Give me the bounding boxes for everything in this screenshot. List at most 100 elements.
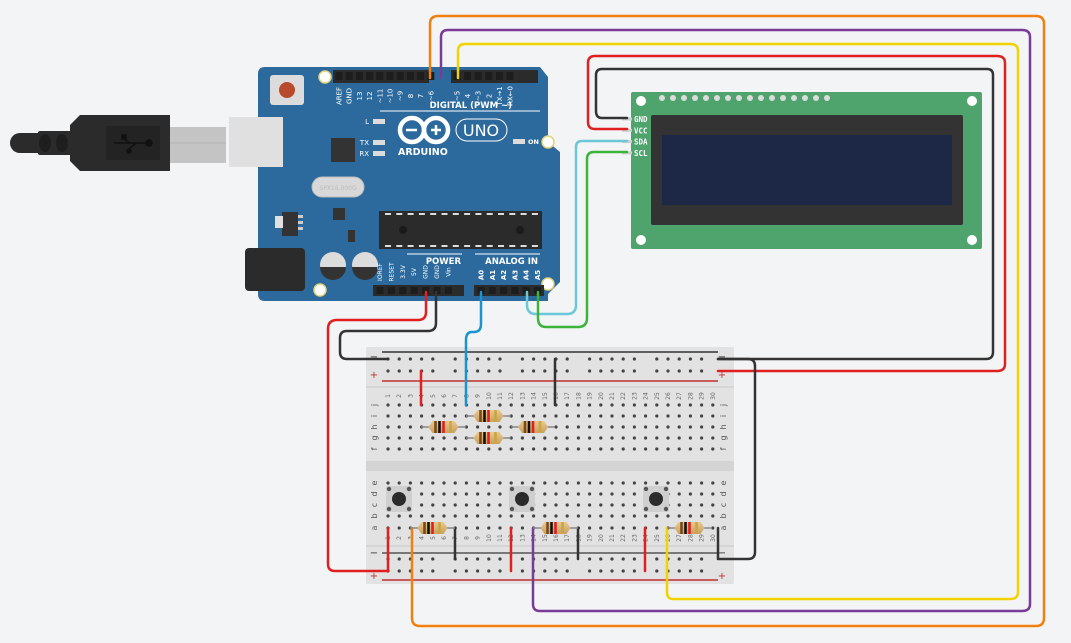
breadboard-hole[interactable] xyxy=(397,425,401,429)
breadboard-hole[interactable] xyxy=(621,447,625,451)
rail-hole[interactable] xyxy=(610,369,614,373)
resistor[interactable] xyxy=(667,522,712,534)
breadboard-hole[interactable] xyxy=(644,447,648,451)
breadboard-hole[interactable] xyxy=(431,436,435,440)
rail-hole[interactable] xyxy=(520,569,525,573)
rail-hole[interactable] xyxy=(621,369,625,373)
breadboard-hole[interactable] xyxy=(397,436,401,440)
breadboard-hole[interactable] xyxy=(599,526,603,530)
breadboard-hole[interactable] xyxy=(408,414,412,418)
breadboard-hole[interactable] xyxy=(576,436,581,440)
rail-hole[interactable] xyxy=(520,557,525,561)
breadboard-hole[interactable] xyxy=(677,403,681,407)
rail-hole[interactable] xyxy=(700,557,704,561)
breadboard-hole[interactable] xyxy=(498,503,502,507)
breadboard-hole[interactable] xyxy=(543,403,547,407)
breadboard-hole[interactable] xyxy=(576,492,581,496)
digital-pin-socket[interactable] xyxy=(366,72,374,80)
breadboard-hole[interactable] xyxy=(565,481,569,485)
power-pin-socket[interactable] xyxy=(399,287,407,294)
rail-hole[interactable] xyxy=(453,569,457,573)
breadboard-hole[interactable] xyxy=(431,503,435,507)
digital-pin-socket[interactable] xyxy=(474,72,482,80)
breadboard-hole[interactable] xyxy=(655,414,659,418)
digital-pin-socket[interactable] xyxy=(495,72,503,80)
breadboard-hole[interactable] xyxy=(464,425,468,429)
rail-hole[interactable] xyxy=(397,369,401,373)
digital-pin-socket[interactable] xyxy=(386,72,394,80)
rail-hole[interactable] xyxy=(420,557,424,561)
breadboard-hole[interactable] xyxy=(610,403,614,407)
breadboard-hole[interactable] xyxy=(431,403,435,407)
analog-pin-socket[interactable] xyxy=(534,287,541,294)
wire-black-gnd[interactable] xyxy=(338,290,438,361)
rail-hole[interactable] xyxy=(487,357,491,361)
breadboard-hole[interactable] xyxy=(408,481,412,485)
wire-green-scl[interactable] xyxy=(536,150,629,329)
breadboard-hole[interactable] xyxy=(688,492,693,496)
pushbutton-cap[interactable] xyxy=(392,492,406,506)
breadboard-hole[interactable] xyxy=(386,403,390,407)
resistor[interactable] xyxy=(466,432,511,444)
breadboard-hole[interactable] xyxy=(532,481,536,485)
rail-hole[interactable] xyxy=(632,557,637,561)
breadboard-hole[interactable] xyxy=(554,514,558,518)
rail-hole[interactable] xyxy=(397,357,401,361)
breadboard-hole[interactable] xyxy=(464,514,468,518)
breadboard-hole[interactable] xyxy=(498,514,502,518)
rail-hole[interactable] xyxy=(554,569,558,573)
rail-hole[interactable] xyxy=(453,369,457,373)
breadboard-hole[interactable] xyxy=(442,436,446,440)
breadboard-hole[interactable] xyxy=(632,447,637,451)
breadboard-hole[interactable] xyxy=(677,481,681,485)
breadboard-hole[interactable] xyxy=(711,447,715,451)
breadboard-hole[interactable] xyxy=(386,481,390,485)
breadboard-hole[interactable] xyxy=(420,492,424,496)
breadboard-hole[interactable] xyxy=(442,492,446,496)
breadboard-hole[interactable] xyxy=(599,503,603,507)
breadboard-hole[interactable] xyxy=(632,403,637,407)
resistor[interactable] xyxy=(421,421,466,433)
breadboard-hole[interactable] xyxy=(431,481,435,485)
rail-hole[interactable] xyxy=(610,569,614,573)
breadboard-hole[interactable] xyxy=(588,403,592,407)
digital-pin-socket[interactable] xyxy=(376,72,384,80)
wire-blue-a0[interactable] xyxy=(464,290,483,407)
breadboard-hole[interactable] xyxy=(476,492,480,496)
rail-hole[interactable] xyxy=(386,369,390,373)
breadboard-hole[interactable] xyxy=(610,503,614,507)
power-pin-socket[interactable] xyxy=(444,287,452,294)
rail-hole[interactable] xyxy=(677,357,681,361)
breadboard-hole[interactable] xyxy=(610,514,614,518)
breadboard-hole[interactable] xyxy=(610,447,614,451)
breadboard-hole[interactable] xyxy=(498,447,502,451)
digital-pin-socket[interactable] xyxy=(417,72,425,80)
breadboard-hole[interactable] xyxy=(476,503,480,507)
rail-hole[interactable] xyxy=(655,557,659,561)
rail-hole[interactable] xyxy=(453,357,457,361)
breadboard-hole[interactable] xyxy=(700,503,704,507)
breadboard-hole[interactable] xyxy=(576,403,581,407)
breadboard-hole[interactable] xyxy=(677,414,681,418)
breadboard-hole[interactable] xyxy=(431,492,435,496)
rail-hole[interactable] xyxy=(543,569,547,573)
breadboard-hole[interactable] xyxy=(464,481,468,485)
breadboard-hole[interactable] xyxy=(644,425,648,429)
rail-hole[interactable] xyxy=(397,557,401,561)
power-pin-socket[interactable] xyxy=(433,287,441,294)
breadboard-hole[interactable] xyxy=(476,425,480,429)
breadboard-hole[interactable] xyxy=(453,414,457,418)
rail-hole[interactable] xyxy=(498,369,502,373)
breadboard-hole[interactable] xyxy=(554,425,558,429)
rail-hole[interactable] xyxy=(610,357,614,361)
breadboard-hole[interactable] xyxy=(644,403,648,407)
breadboard-hole[interactable] xyxy=(565,447,569,451)
breadboard-hole[interactable] xyxy=(565,403,569,407)
rail-hole[interactable] xyxy=(408,369,412,373)
breadboard-hole[interactable] xyxy=(610,414,614,418)
breadboard-hole[interactable] xyxy=(632,425,637,429)
rail-hole[interactable] xyxy=(565,557,569,561)
breadboard-hole[interactable] xyxy=(621,425,625,429)
rail-hole[interactable] xyxy=(688,357,693,361)
breadboard-hole[interactable] xyxy=(453,492,457,496)
